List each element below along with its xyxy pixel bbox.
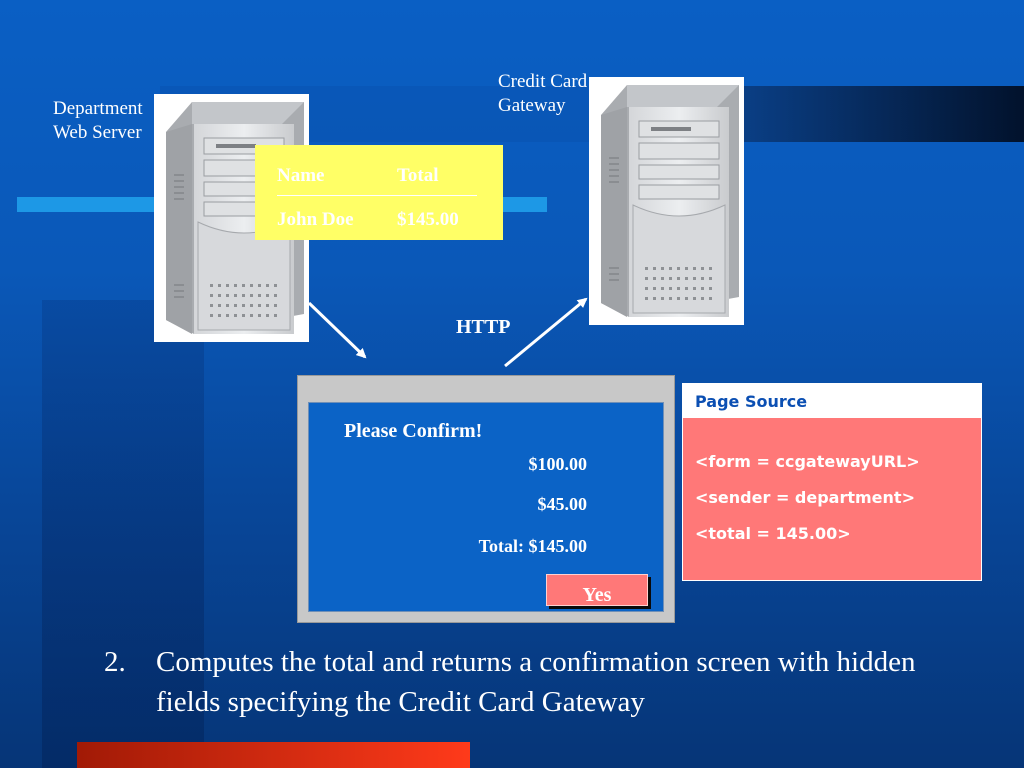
- confirmation-window: Please Confirm! $100.00 $45.00 Total: $1…: [297, 375, 675, 623]
- header-total: Total: [397, 165, 439, 186]
- header-name: Name: [277, 165, 325, 186]
- page-source-title: Page Source: [695, 392, 808, 411]
- department-server-label: Department Web Server: [53, 97, 143, 145]
- department-label-line-1: Department: [53, 98, 143, 119]
- order-table-divider: [277, 195, 477, 196]
- gateway-label-line-1: Credit Card: [498, 71, 588, 92]
- amount-1: $100.00: [528, 454, 588, 474]
- cell-name: John Doe: [277, 209, 354, 230]
- confirmation-panel: Please Confirm! $100.00 $45.00 Total: $1…: [308, 402, 664, 612]
- step-description: Computes the total and returns a confirm…: [156, 646, 916, 718]
- gateway-server-icon: [589, 77, 744, 325]
- order-table: Name Total John Doe $145.00: [255, 145, 503, 240]
- source-line-2: <sender = department>: [695, 488, 915, 507]
- page-source-box: Page Source <form = ccgatewayURL> <sende…: [682, 383, 982, 581]
- gateway-server-label: Credit Card Gateway: [498, 70, 587, 118]
- department-label-line-2: Web Server: [53, 122, 142, 143]
- background-dark-band: [740, 86, 1024, 142]
- page-source-header: Page Source: [683, 384, 981, 418]
- amount-2: $45.00: [537, 494, 588, 514]
- source-line-3: <total = 145.00>: [695, 524, 851, 543]
- http-label: HTTP: [456, 316, 511, 338]
- arrow-to-gateway: [504, 297, 588, 368]
- amount-total: Total: $145.00: [478, 536, 587, 556]
- background-red-bar: [77, 742, 470, 768]
- arrow-to-confirm: [307, 301, 367, 359]
- yes-button[interactable]: Yes: [546, 574, 648, 606]
- step-number: 2.: [104, 646, 126, 678]
- gateway-label-line-2: Gateway: [498, 95, 566, 116]
- background-panel: [42, 300, 204, 768]
- source-line-1: <form = ccgatewayURL>: [695, 452, 920, 471]
- cell-total: $145.00: [397, 209, 459, 230]
- confirm-title: Please Confirm!: [344, 420, 483, 442]
